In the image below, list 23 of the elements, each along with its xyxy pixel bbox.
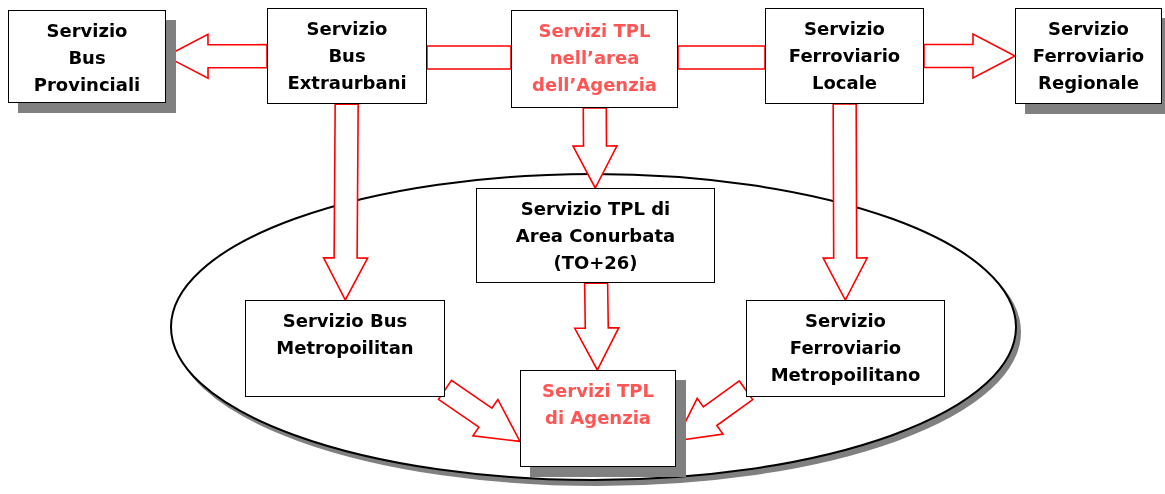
service-box (746, 300, 945, 397)
box-label: Servizio Bus Extraurbani (286, 17, 408, 95)
service-box (245, 300, 445, 397)
block-arrow (437, 379, 522, 443)
service-box (511, 10, 678, 108)
service-box (476, 188, 715, 283)
box-label: Servizio Bus Provinciali (32, 19, 142, 97)
box-label: Servizio Bus Metropoilitan (275, 309, 415, 360)
box-label: Servizio Ferroviario Metropoilitano (769, 309, 922, 387)
block-arrow (322, 103, 369, 302)
box-label: Servizi TPL nell’area dell’Agenzia (531, 19, 658, 97)
service-box (267, 8, 427, 104)
box-label: Servizio Ferroviario Locale (787, 17, 902, 95)
box-label: Servizi TPL di Agenzia (541, 379, 655, 430)
service-box (765, 8, 924, 104)
block-arrow (573, 282, 621, 372)
block-arrow (571, 107, 619, 190)
connector-band (677, 45, 766, 70)
block-arrow (821, 103, 869, 302)
connector-band (426, 45, 512, 70)
box-label: Servizio Ferroviario Regionale (1031, 17, 1146, 95)
box-label: Servizio TPL di Area Conurbata (TO+26) (514, 197, 677, 275)
block-arrow (923, 32, 1017, 80)
